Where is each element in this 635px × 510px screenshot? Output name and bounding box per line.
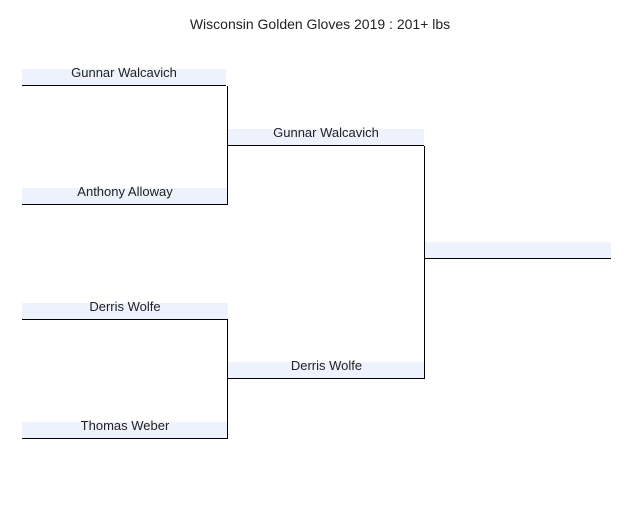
- competitor-name: Thomas Weber: [80, 418, 170, 433]
- round2-slot-2: Derris Wolfe: [228, 358, 425, 379]
- bracket-connector-r1-top: [22, 86, 228, 205]
- round1-slot-4: Thomas Weber: [22, 418, 228, 439]
- bracket-connector-r2: [228, 146, 425, 379]
- bracket-connector-r1-bottom: [22, 320, 228, 439]
- round1-slot-3: Derris Wolfe: [22, 299, 228, 320]
- final-slot: [425, 242, 611, 259]
- round1-slot-1: Gunnar Walcavich: [22, 65, 226, 86]
- round2-slot-1: Gunnar Walcavich: [228, 125, 424, 146]
- competitor-name: Derris Wolfe: [290, 358, 363, 373]
- competitor-name: Anthony Alloway: [77, 184, 173, 199]
- bracket-title: Wisconsin Golden Gloves 2019 : 201+ lbs: [189, 16, 451, 32]
- competitor-name: Derris Wolfe: [89, 299, 161, 314]
- round1-slot-2: Anthony Alloway: [22, 184, 228, 205]
- competitor-name: Gunnar Walcavich: [71, 65, 177, 80]
- competitor-name: Gunnar Walcavich: [273, 125, 379, 140]
